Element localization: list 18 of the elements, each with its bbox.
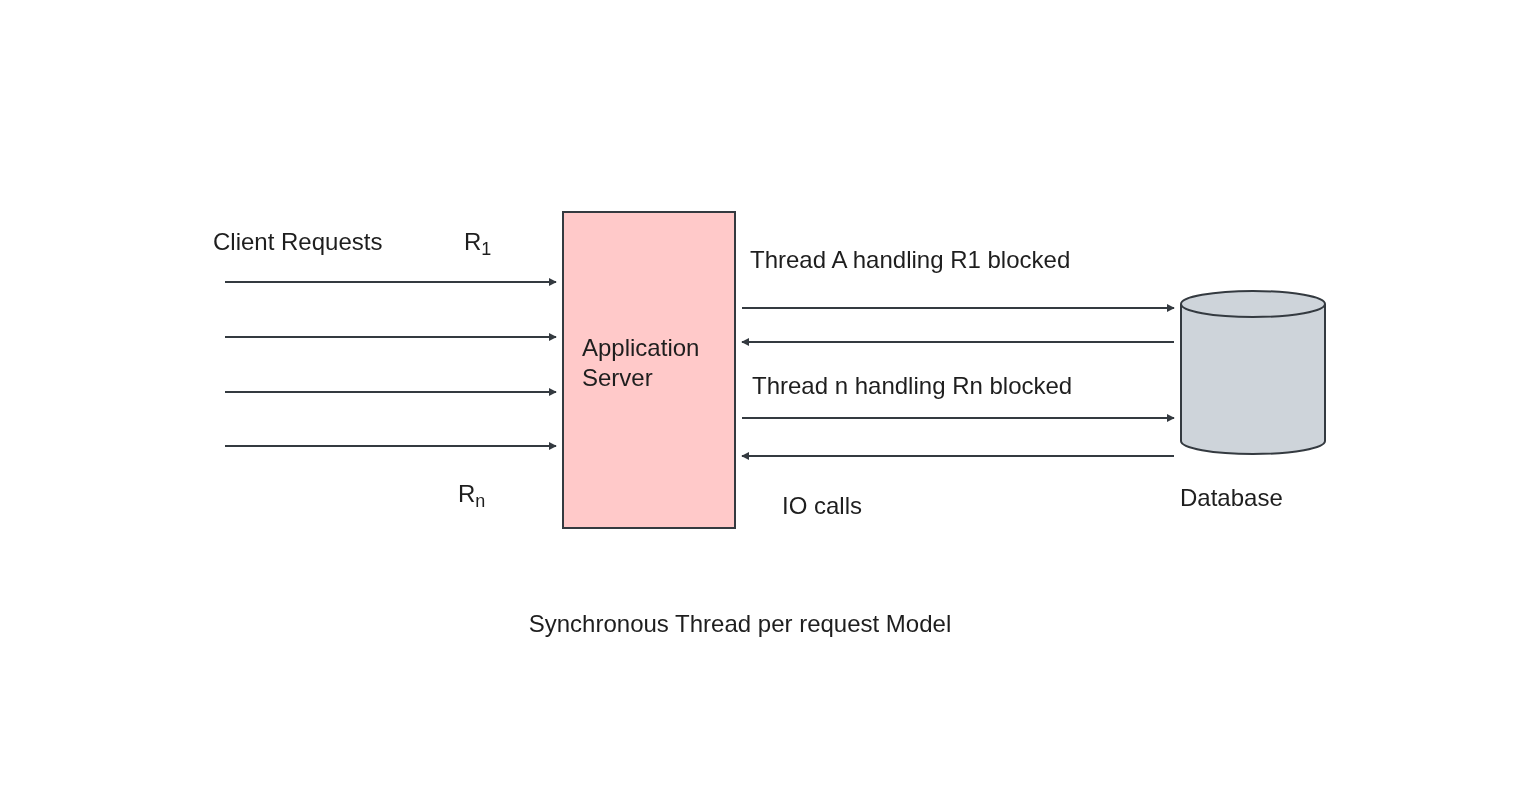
- text-label: Client Requests: [213, 227, 383, 257]
- server-box: [562, 211, 736, 529]
- node-label: Application Server: [582, 333, 701, 393]
- arrow: [224, 278, 557, 286]
- text-label: IO calls: [782, 491, 862, 521]
- caption: Synchronous Thread per request Model: [527, 609, 953, 639]
- arrow: [224, 333, 557, 341]
- text-label: R$_{n}$: [458, 479, 486, 512]
- text-label: R$_{1}$: [464, 227, 492, 260]
- text-label: Thread A handling R1 blocked: [750, 245, 1071, 275]
- arrow: [741, 414, 1175, 422]
- arrow: [741, 338, 1175, 346]
- arrow: [224, 442, 557, 450]
- arrow: [224, 388, 557, 396]
- text-label: Thread n handling Rn blocked: [752, 371, 1073, 401]
- node-label: Database: [1180, 483, 1283, 513]
- arrow: [741, 452, 1175, 460]
- arrow: [741, 304, 1175, 312]
